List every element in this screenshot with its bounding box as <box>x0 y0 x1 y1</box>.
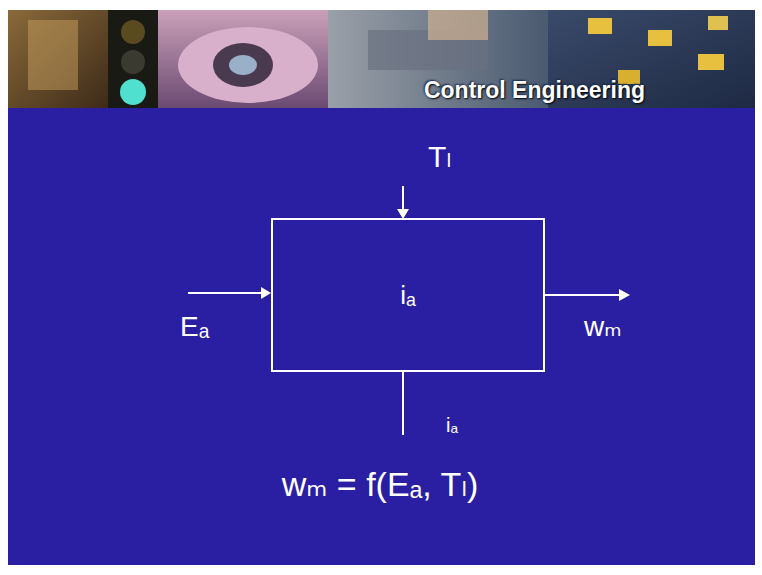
box-text: iₐ <box>400 280 415 311</box>
signal-name: wₘ <box>584 312 622 343</box>
signal-name: Eₐ <box>180 312 209 343</box>
process-box: iₐ <box>271 218 545 372</box>
signal-name: iₐ <box>446 414 458 436</box>
signal-name: Tₗ <box>428 140 451 173</box>
equation: wₘ = f(Eₐ, Tₗ) <box>282 466 479 503</box>
banner-title: Control Engineering <box>424 78 645 103</box>
